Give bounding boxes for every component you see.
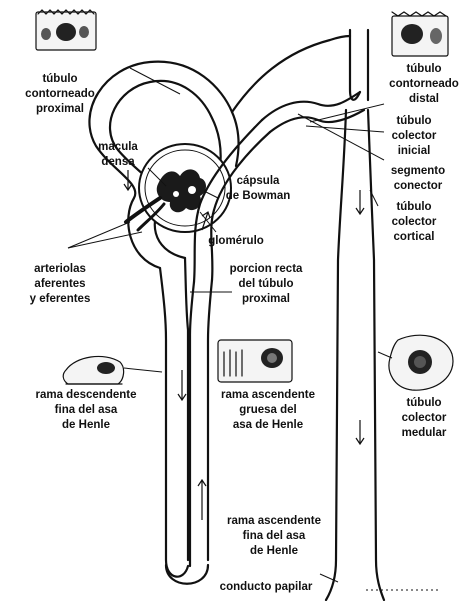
- svg-text:asa de Henle: asa de Henle: [233, 419, 303, 431]
- svg-text:arteriolas: arteriolas: [34, 263, 86, 275]
- label-capsula-bowman: cápsula de Bowman: [226, 175, 291, 202]
- label-segmento-conector: segmento conector: [391, 165, 445, 192]
- label-tubulo-colector-medular: túbulo colector medular: [402, 397, 447, 439]
- label-tubulo-distal: túbulo contorneado distal: [389, 63, 459, 105]
- svg-text:porcion recta: porcion recta: [230, 263, 303, 275]
- cell-medullary-collector-icon: [389, 335, 453, 390]
- svg-text:aferentes: aferentes: [34, 278, 85, 290]
- cell-descending-thin-icon: [63, 356, 123, 384]
- svg-text:rama ascendente: rama ascendente: [221, 389, 315, 401]
- svg-text:cortical: cortical: [394, 231, 435, 243]
- svg-text:de Henle: de Henle: [250, 545, 298, 557]
- svg-text:proximal: proximal: [242, 293, 290, 305]
- svg-text:colector: colector: [392, 216, 437, 228]
- svg-text:túbulo: túbulo: [396, 201, 431, 213]
- svg-text:distal: distal: [409, 93, 439, 105]
- svg-text:contorneado: contorneado: [25, 88, 95, 100]
- svg-text:glomérulo: glomérulo: [208, 235, 264, 247]
- distal-tubule: [262, 92, 364, 132]
- label-glomerulo: glomérulo: [208, 235, 264, 247]
- svg-text:colector: colector: [402, 412, 447, 424]
- label-porcion-recta: porcion recta del túbulo proximal: [230, 263, 303, 305]
- label-tubulo-proximal: túbulo contorneado proximal: [25, 73, 95, 115]
- svg-text:inicial: inicial: [398, 145, 431, 157]
- svg-text:rama ascendente: rama ascendente: [227, 515, 321, 527]
- svg-text:medular: medular: [402, 427, 447, 439]
- label-rama-ascendente-gruesa: rama ascendente gruesa del asa de Henle: [221, 389, 315, 431]
- svg-text:colector: colector: [392, 130, 437, 142]
- label-conducto-papilar: conducto papilar: [220, 581, 313, 593]
- label-tubulo-colector-inicial: túbulo colector inicial: [392, 115, 437, 157]
- cell-distal-tubule-icon: [392, 12, 448, 56]
- label-rama-ascendente-fina: rama ascendente fina del asa de Henle: [227, 515, 321, 557]
- svg-text:macula: macula: [98, 141, 138, 153]
- svg-text:segmento: segmento: [391, 165, 445, 177]
- cell-proximal-tubule-icon: [36, 10, 96, 50]
- svg-text:túbulo: túbulo: [406, 397, 441, 409]
- svg-text:de Bowman: de Bowman: [226, 190, 291, 202]
- svg-text:fina del asa: fina del asa: [243, 530, 306, 542]
- svg-text:rama descendente: rama descendente: [36, 389, 137, 401]
- svg-text:conector: conector: [394, 180, 443, 192]
- label-arteriolas: arteriolas aferentes y eferentes: [30, 263, 91, 305]
- svg-text:densa: densa: [101, 156, 135, 168]
- svg-text:y eferentes: y eferentes: [30, 293, 91, 305]
- svg-text:del túbulo: del túbulo: [239, 278, 294, 290]
- svg-text:túbulo: túbulo: [406, 63, 441, 75]
- svg-text:proximal: proximal: [36, 103, 84, 115]
- svg-text:de Henle: de Henle: [62, 419, 110, 431]
- svg-text:fina del asa: fina del asa: [55, 404, 118, 416]
- svg-text:contorneado: contorneado: [389, 78, 459, 90]
- svg-text:cápsula: cápsula: [237, 175, 280, 187]
- cell-ascending-thick-icon: [218, 340, 292, 382]
- svg-text:túbulo: túbulo: [396, 115, 431, 127]
- svg-text:túbulo: túbulo: [42, 73, 77, 85]
- label-macula-densa: macula densa: [98, 141, 138, 168]
- svg-text:conducto papilar: conducto papilar: [220, 581, 313, 593]
- label-rama-descendente: rama descendente fina del asa de Henle: [36, 389, 137, 431]
- svg-text:gruesa del: gruesa del: [239, 404, 297, 416]
- label-tubulo-colector-cortical: túbulo colector cortical: [392, 201, 437, 243]
